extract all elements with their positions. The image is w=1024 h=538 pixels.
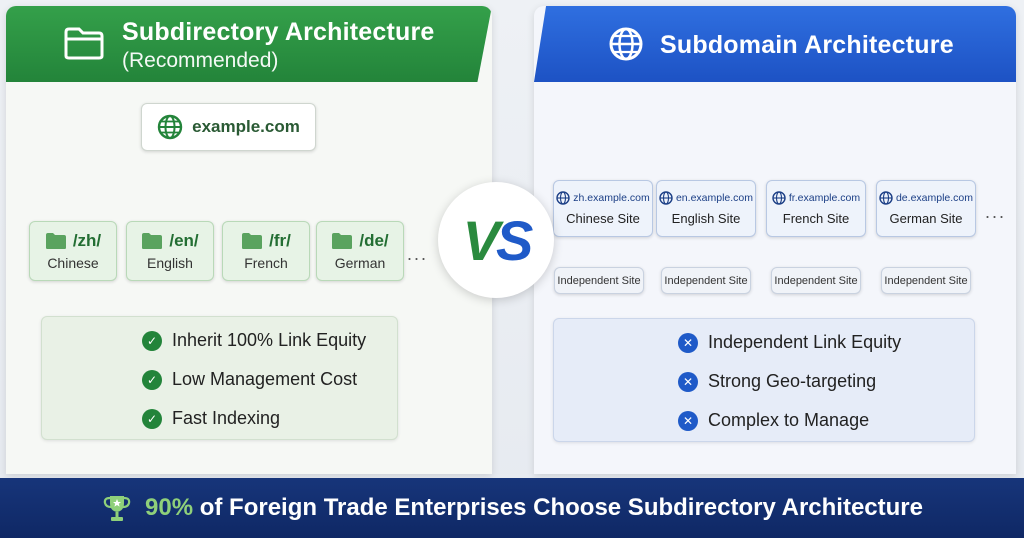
folder-icon bbox=[142, 233, 163, 249]
more-subdomains-ellipsis: ... bbox=[985, 202, 1007, 222]
benefit-label: Inherit 100% Link Equity bbox=[172, 330, 367, 350]
point-item: ✕ Complex to Manage bbox=[678, 410, 869, 431]
point-label: Complex to Manage bbox=[708, 410, 870, 430]
footer-text: of Foreign Trade Enterprises Choose Subd… bbox=[199, 494, 923, 521]
trophy-icon bbox=[103, 496, 131, 521]
site-label: French Site bbox=[782, 211, 850, 226]
dir-lang-label: German bbox=[334, 255, 386, 271]
subdirectory-header: Subdirectory Architecture (Recommended) bbox=[6, 6, 492, 82]
benefit-item: ✓ Inherit 100% Link Equity bbox=[142, 330, 366, 351]
x-icon: ✕ bbox=[678, 410, 698, 431]
footer-banner: 90% of Foreign Trade Enterprises Choose … bbox=[0, 478, 1024, 538]
dir-lang-label: Chinese bbox=[47, 255, 99, 271]
footer-highlight: 90% bbox=[145, 494, 194, 521]
globe-icon bbox=[659, 191, 673, 205]
site-label: German Site bbox=[889, 211, 963, 226]
x-icon: ✕ bbox=[678, 371, 698, 392]
root-domain-label: example.com bbox=[192, 117, 300, 136]
dir-path-label: /fr/ bbox=[269, 231, 291, 250]
dir-node-fr: /fr/ French bbox=[222, 221, 310, 281]
root-domain-node: example.com bbox=[141, 103, 316, 151]
site-label: Chinese Site bbox=[566, 211, 640, 226]
subdomain-points: ✕ Independent Link Equity ✕ Strong Geo-t… bbox=[553, 318, 975, 442]
vs-v-letter: V bbox=[462, 208, 500, 272]
point-item: ✕ Strong Geo-targeting bbox=[678, 371, 876, 392]
subdomain-label: fr.example.com bbox=[788, 192, 861, 204]
subdirectory-title: Subdirectory Architecture bbox=[122, 18, 435, 46]
point-label: Strong Geo-targeting bbox=[708, 371, 877, 391]
point-item: ✕ Independent Link Equity bbox=[678, 332, 901, 353]
globe-icon bbox=[772, 191, 786, 205]
dir-node-zh: /zh/ Chinese bbox=[29, 221, 117, 281]
independent-site-node: Independent Site bbox=[661, 267, 751, 294]
globe-icon bbox=[556, 191, 570, 205]
subdomain-label: zh.example.com bbox=[573, 192, 650, 204]
dir-path-label: /zh/ bbox=[72, 231, 102, 250]
subdomain-label: en.example.com bbox=[675, 192, 754, 204]
folder-icon bbox=[242, 233, 263, 249]
globe-icon bbox=[879, 191, 893, 205]
benefit-label: Low Management Cost bbox=[172, 369, 358, 389]
dir-path-label: /de/ bbox=[359, 231, 389, 250]
independent-site-node: Independent Site bbox=[771, 267, 861, 294]
subdomain-label: de.example.com bbox=[895, 192, 974, 204]
site-label: English Site bbox=[671, 211, 741, 226]
dir-node-en: /en/ English bbox=[126, 221, 214, 281]
independent-site-node: Independent Site bbox=[554, 267, 644, 294]
point-label: Independent Link Equity bbox=[708, 332, 902, 352]
subdomain-node-en: en.example.com English Site bbox=[656, 180, 756, 237]
globe-icon bbox=[608, 26, 644, 67]
x-icon: ✕ bbox=[678, 332, 698, 353]
check-icon: ✓ bbox=[142, 369, 162, 390]
subdirectory-benefits: ✓ Inherit 100% Link Equity ✓ Low Managem… bbox=[41, 316, 398, 440]
check-icon: ✓ bbox=[142, 330, 162, 351]
subdomain-node-zh: zh.example.com Chinese Site bbox=[553, 180, 653, 237]
globe-icon bbox=[157, 114, 183, 140]
subdirectory-subtitle: (Recommended) bbox=[122, 49, 279, 72]
subdomain-title: Subdomain Architecture bbox=[660, 31, 954, 59]
dir-lang-label: French bbox=[244, 255, 288, 271]
dir-path-label: /en/ bbox=[169, 231, 199, 250]
dir-lang-label: English bbox=[147, 255, 193, 271]
folder-icon bbox=[64, 26, 104, 65]
benefit-label: Fast Indexing bbox=[172, 408, 281, 428]
subdomain-node-fr: fr.example.com French Site bbox=[766, 180, 866, 237]
check-icon: ✓ bbox=[142, 408, 162, 429]
vs-s-letter: S bbox=[496, 208, 533, 272]
benefit-item: ✓ Low Management Cost bbox=[142, 369, 357, 390]
folder-icon bbox=[45, 233, 66, 249]
folder-icon bbox=[332, 233, 353, 249]
more-dirs-ellipsis: ... bbox=[407, 244, 429, 264]
benefit-item: ✓ Fast Indexing bbox=[142, 408, 280, 429]
subdomain-header: Subdomain Architecture bbox=[534, 6, 1016, 82]
independent-site-node: Independent Site bbox=[881, 267, 971, 294]
dir-node-de: /de/ German bbox=[316, 221, 404, 281]
subdomain-node-de: de.example.com German Site bbox=[876, 180, 976, 237]
